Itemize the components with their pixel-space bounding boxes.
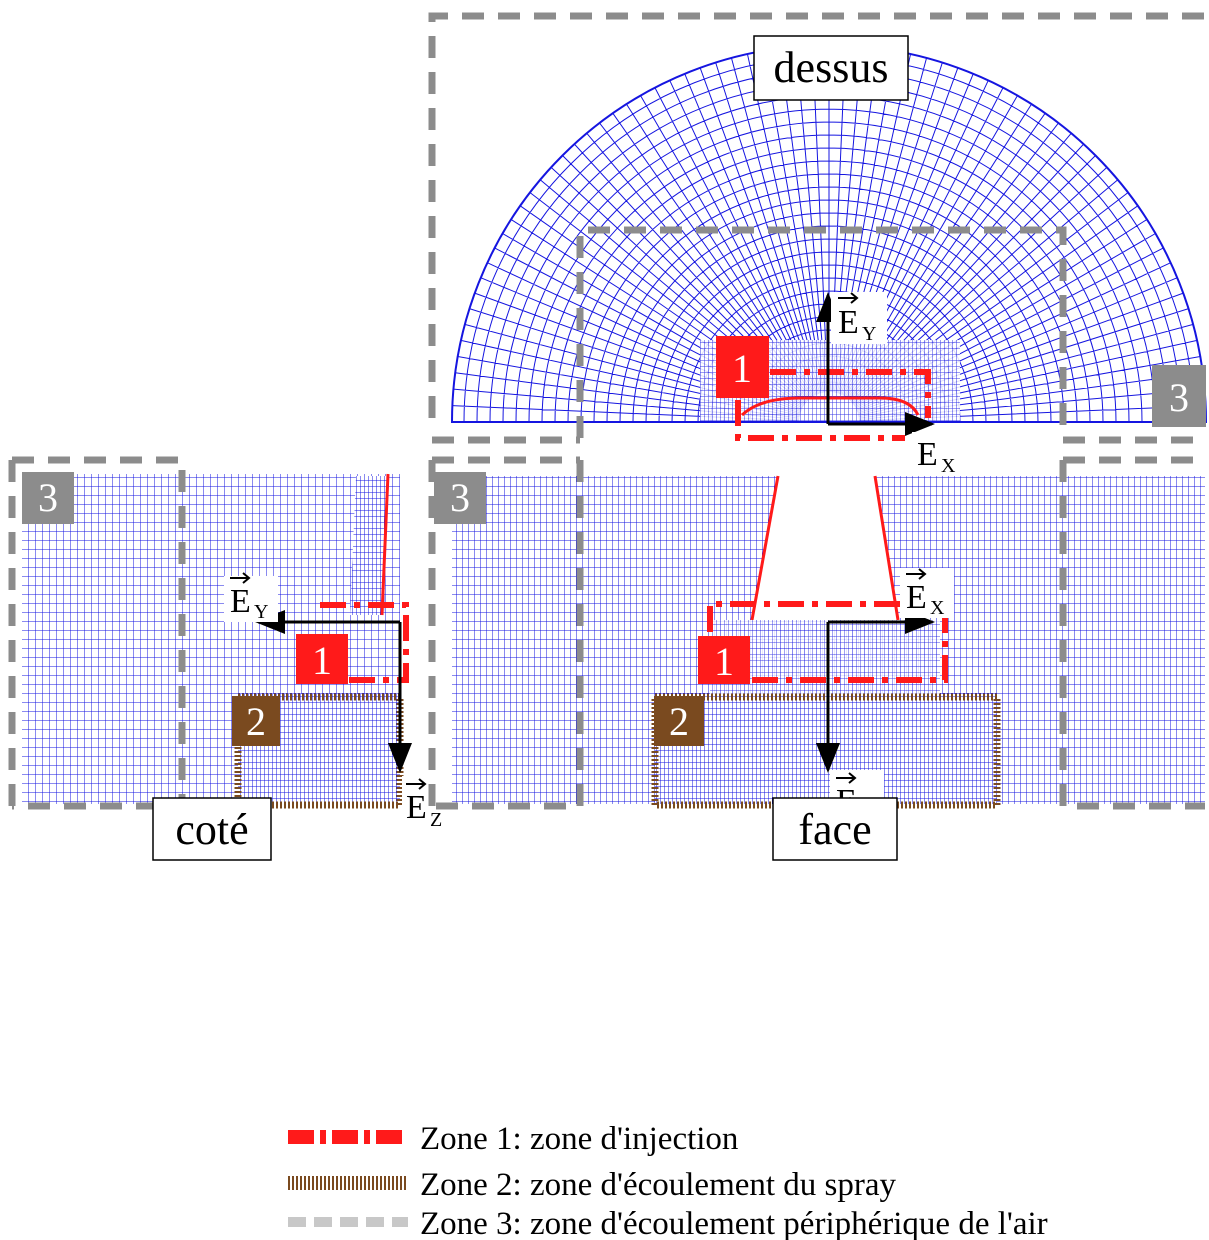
top-view-label: dessus [774, 43, 889, 92]
zone3-badge-top-label: 3 [1169, 375, 1189, 420]
zone2-badge-front-label: 2 [669, 699, 689, 744]
zone2-badge-front [654, 696, 704, 746]
ex-label-top: E X [912, 432, 966, 477]
zone1-badge-side-label: 1 [312, 638, 332, 683]
zone3-front-right [1059, 456, 1205, 810]
zone3-badge-side-label: 3 [38, 475, 58, 520]
legend-zone3: Zone 3: zone d'écoulement périphérique d… [288, 1206, 1048, 1240]
svg-text:E: E [917, 436, 938, 473]
zone2-badge-side-label: 2 [246, 699, 266, 744]
zone1-top-lower [735, 400, 905, 441]
zone1-badge-top [716, 336, 769, 398]
front-view: 3 1 2 E X E Z face [428, 456, 1205, 861]
front-view-mesh-spray [655, 694, 997, 804]
top-view: dessus 1 3 E Y E X [428, 12, 1208, 477]
zone2-badge-side [232, 696, 280, 746]
side-view-label: coté [175, 805, 248, 854]
front-view-label-box [772, 797, 898, 861]
zone3-badge-top [1152, 365, 1206, 427]
front-view-injection-refinement [710, 620, 940, 694]
zone3-badge-side [22, 472, 74, 524]
side-view-label-box [152, 797, 272, 861]
svg-text:X: X [930, 597, 945, 619]
svg-text:E: E [406, 789, 427, 826]
injector-slot [740, 396, 920, 417]
legend-zone2: Zone 2: zone d'écoulement du spray [288, 1167, 897, 1203]
side-view: 3 1 2 E Y E Z coté [8, 456, 456, 861]
front-view-nozzle [752, 476, 898, 620]
svg-text:Z: Z [430, 809, 442, 831]
legend-zone3-label: Zone 3: zone d'écoulement périphérique d… [420, 1206, 1048, 1240]
legend-zone1: Zone 1: zone d'injection [288, 1121, 738, 1157]
zone3-front-left [428, 456, 584, 810]
ey-label-side: E Y [224, 572, 278, 623]
zone3-badge-front [434, 472, 486, 524]
svg-text:X: X [941, 455, 956, 477]
legend-zone1-label: Zone 1: zone d'injection [420, 1121, 738, 1157]
ex-label-front: E X [900, 568, 954, 619]
zone3-top-outer [428, 12, 1205, 418]
svg-text:E: E [230, 583, 251, 620]
ey-label-top: E Y [831, 292, 887, 345]
side-view-nozzle-wall [380, 473, 390, 616]
zone3-top-inner [576, 226, 1067, 438]
zone3-badge-front-label: 3 [450, 475, 470, 520]
zone1-badge-front [698, 636, 750, 684]
legend: Zone 1: zone d'injection Zone 2: zone d'… [288, 1121, 1048, 1240]
svg-text:Y: Y [254, 601, 268, 623]
svg-text:E: E [838, 304, 859, 341]
side-view-nozzle-refinement [350, 476, 388, 615]
legend-zone2-label: Zone 2: zone d'écoulement du spray [420, 1167, 897, 1203]
zone1-badge-top-label: 1 [732, 346, 752, 391]
svg-text:Y: Y [862, 323, 876, 345]
zone3-side [12, 456, 186, 810]
zone1-top-upper [770, 369, 931, 418]
zone1-badge-side [296, 634, 348, 684]
svg-text:E: E [906, 579, 927, 616]
front-view-label: face [798, 805, 871, 854]
zone1-badge-front-label: 1 [714, 639, 734, 684]
top-view-label-box [753, 35, 909, 101]
